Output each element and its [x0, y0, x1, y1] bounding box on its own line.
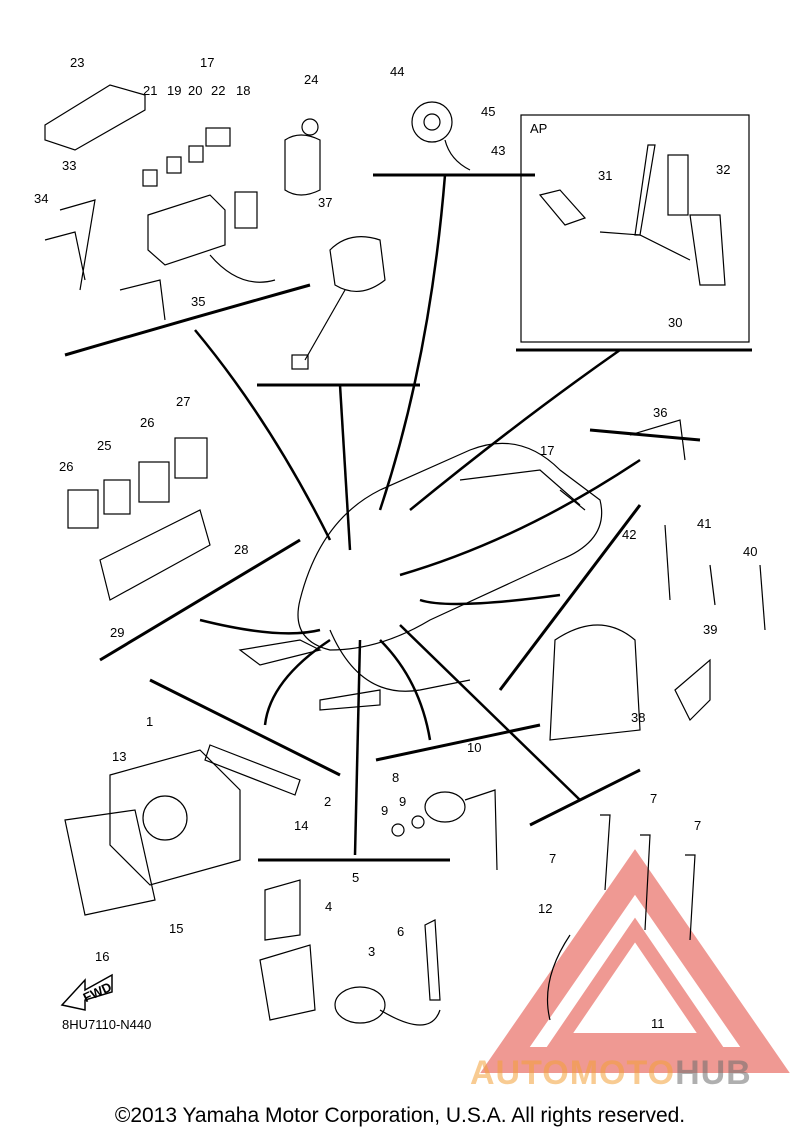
callout: 35 [191, 294, 205, 309]
callout: 4 [325, 899, 332, 914]
callout: 14 [294, 818, 308, 833]
ap-box: AP [520, 114, 750, 343]
callout: 25 [97, 438, 111, 453]
callout: 3 [368, 944, 375, 959]
callout: 6 [397, 924, 404, 939]
callout: 16 [95, 949, 109, 964]
callout: 7 [549, 851, 556, 866]
fwd-arrow-icon: FWD [60, 973, 114, 1011]
callout: 44 [390, 64, 404, 79]
callout: 30 [668, 315, 682, 330]
callout: 18 [236, 83, 250, 98]
watermark-part-a: AUTOMOTO [470, 1054, 676, 1092]
callout: 10 [467, 740, 481, 755]
callout: 1 [146, 714, 153, 729]
callout: 17 [540, 443, 554, 458]
callout: 13 [112, 749, 126, 764]
callout: 7 [650, 791, 657, 806]
callout: 26 [59, 459, 73, 474]
group-brackets [64, 173, 752, 862]
callout: 38 [631, 710, 645, 725]
watermark-logo [480, 849, 790, 1073]
watermark-part-b: HUB [675, 1054, 752, 1092]
callout: 17 [200, 55, 214, 70]
callout: 31 [598, 168, 612, 183]
callout: 43 [491, 143, 505, 158]
callout: 29 [110, 625, 124, 640]
callout: 40 [743, 544, 757, 559]
watermark-text: AUTOMOTOHUB [470, 1054, 752, 1093]
callout: 32 [716, 162, 730, 177]
callout: 37 [318, 195, 332, 210]
callout: 36 [653, 405, 667, 420]
callout: 8 [392, 770, 399, 785]
reference-code: 8HU7110-N440 [62, 1017, 152, 1032]
callout: 26 [140, 415, 154, 430]
callout: 9 [399, 794, 406, 809]
callout: 33 [62, 158, 76, 173]
part-sketches [44, 84, 766, 1026]
callout: 2 [324, 794, 331, 809]
callout: 27 [176, 394, 190, 409]
callout: 28 [234, 542, 248, 557]
callout: 9 [381, 803, 388, 818]
callout: 41 [697, 516, 711, 531]
callout: 22 [211, 83, 225, 98]
callout-labels: 23 17 21 19 20 22 18 24 44 45 43 33 34 3… [34, 55, 757, 1031]
callout: 42 [622, 527, 636, 542]
leader-lines [194, 174, 641, 856]
callout: 23 [70, 55, 84, 70]
callout: 34 [34, 191, 48, 206]
callout: 15 [169, 921, 183, 936]
callout: 19 [167, 83, 181, 98]
callout: 7 [694, 818, 701, 833]
callout: 5 [352, 870, 359, 885]
callout: 24 [304, 72, 318, 87]
callout: 45 [481, 104, 495, 119]
callout: 11 [651, 1016, 665, 1031]
ap-label: AP [530, 121, 547, 136]
callout: 21 [143, 83, 157, 98]
callout: 20 [188, 83, 202, 98]
callout: 39 [703, 622, 717, 637]
copyright-notice: ©2013 Yamaha Motor Corporation, U.S.A. A… [114, 1104, 686, 1127]
callout: 12 [538, 901, 552, 916]
